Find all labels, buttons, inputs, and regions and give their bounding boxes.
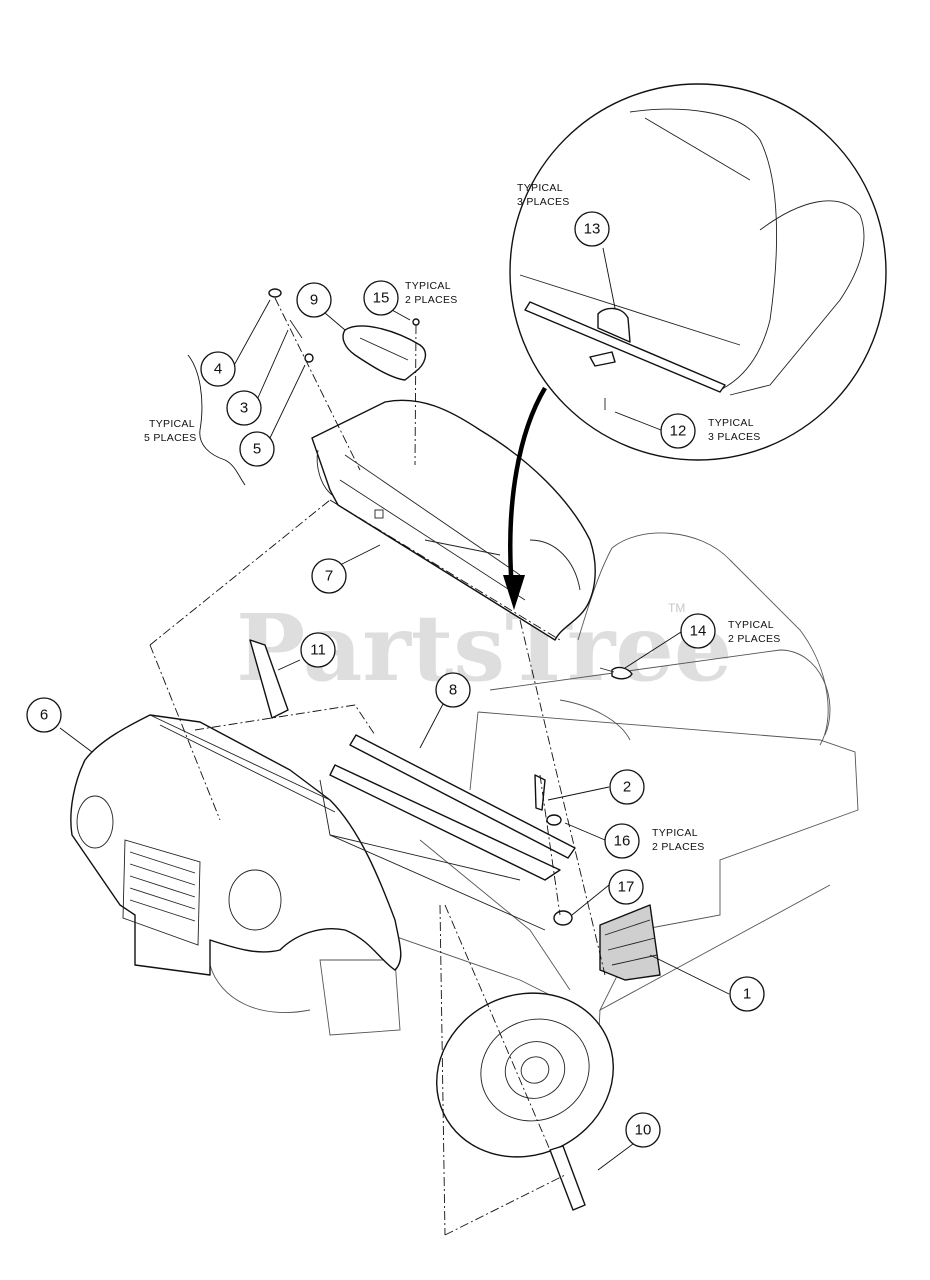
callout-7: 7 [311, 558, 347, 594]
callout-label: 7 [325, 568, 333, 585]
leader-lines [59, 247, 730, 1171]
note-typical-3-inset-top: TYPICAL 3 PLACES [517, 182, 570, 208]
callout-label: 1 [743, 986, 751, 1003]
callout-label: 8 [449, 682, 457, 699]
callout-label: 2 [623, 779, 631, 796]
note-typical-2-seat: TYPICAL 2 PLACES [728, 619, 781, 645]
callout-label: 5 [253, 441, 261, 458]
callout-label: 3 [240, 400, 248, 417]
cross-member [319, 734, 576, 931]
note-line: 2 PLACES [405, 294, 458, 306]
note-line: TYPICAL [149, 418, 195, 430]
fasteners [268, 288, 633, 926]
callout-12: 12 [660, 413, 696, 449]
front-wheel [436, 992, 614, 1158]
trim-pieces [249, 639, 586, 1211]
note-typical-3-inset-bottom: TYPICAL 3 PLACES [708, 417, 761, 443]
callout-16: 16 [604, 823, 640, 859]
callout-label: 12 [670, 423, 687, 440]
hinge-bracket [342, 325, 427, 381]
callout-8: 8 [435, 672, 471, 708]
callout-17: 17 [608, 869, 644, 905]
callout-15: 15 [363, 280, 399, 316]
note-line: 2 PLACES [728, 633, 781, 645]
note-line: TYPICAL [405, 280, 451, 292]
note-line: 5 PLACES [144, 432, 197, 444]
callout-1: 1 [729, 976, 765, 1012]
callout-13: 13 [574, 211, 610, 247]
callout-2: 2 [609, 769, 645, 805]
callout-label: 14 [690, 623, 707, 640]
front-cowl [70, 714, 402, 976]
callout-label: 15 [373, 290, 390, 307]
rear-cowl [311, 399, 596, 641]
callout-5: 5 [239, 431, 275, 467]
note-line: 3 PLACES [708, 431, 761, 443]
callout-3: 3 [226, 390, 262, 426]
callout-label: 9 [310, 292, 318, 309]
callout-10: 10 [625, 1112, 661, 1148]
note-line: TYPICAL [708, 417, 754, 429]
note-line: TYPICAL [728, 619, 774, 631]
callout-label: 17 [618, 879, 635, 896]
callout-4: 4 [200, 351, 236, 387]
note-line: 3 PLACES [517, 196, 570, 208]
watermark-trademark: TM [668, 601, 685, 615]
callout-label: 4 [214, 361, 222, 378]
callout-label: 6 [40, 707, 48, 724]
callout-11: 11 [300, 632, 336, 668]
detail-arrow [503, 386, 547, 610]
floor-mat [599, 904, 661, 981]
callout-14: 14 [680, 613, 716, 649]
callout-6: 6 [26, 697, 62, 733]
note-line: TYPICAL [652, 827, 698, 839]
note-typical-2-bumper: TYPICAL 2 PLACES [652, 827, 705, 853]
note-typical-5: TYPICAL 5 PLACES [144, 354, 246, 486]
callout-label: 16 [614, 833, 631, 850]
note-line: TYPICAL [517, 182, 563, 194]
note-typical-2-top: TYPICAL 2 PLACES [405, 280, 458, 306]
callout-label: 11 [310, 642, 326, 659]
callout-label: 10 [635, 1122, 652, 1139]
detail-inset [509, 83, 887, 461]
assembly-lines [149, 297, 606, 1236]
callout-label: 13 [584, 221, 601, 238]
note-line: 2 PLACES [652, 841, 705, 853]
callout-9: 9 [296, 282, 332, 318]
